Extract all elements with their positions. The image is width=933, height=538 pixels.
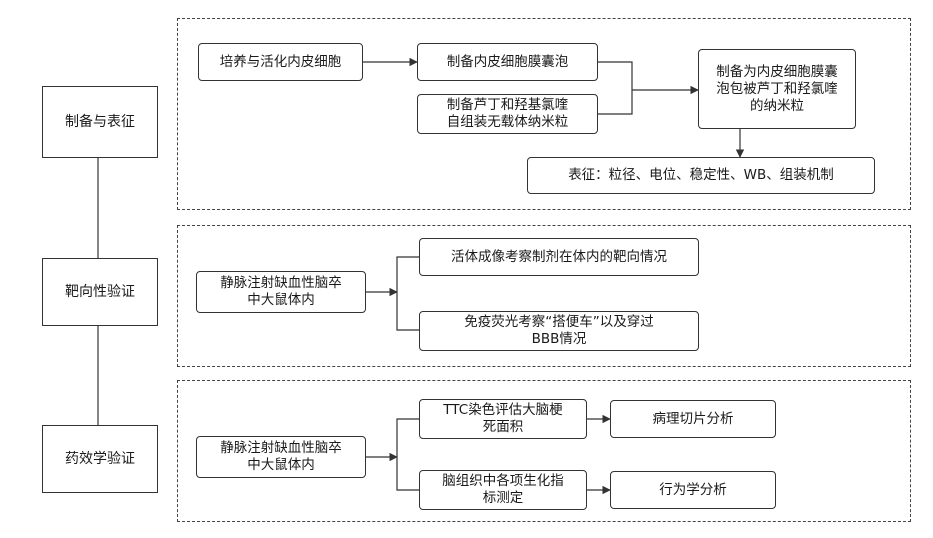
coated-line1: 制备为内皮细胞膜囊	[716, 64, 838, 81]
characterization-label: 表征：粒径、电位、稳定性、WB、组装机制	[568, 167, 834, 184]
injection3-line1: 静脉注射缺血性脑卒	[220, 440, 342, 457]
stage-prep-box: 制备与表征	[42, 86, 158, 158]
culture-box: 培养与活化内皮细胞	[198, 43, 363, 81]
pathology-label: 病理切片分析	[653, 411, 734, 428]
ttc-box: TTC染色评估大脑梗 死面积	[419, 399, 587, 439]
culture-label: 培养与活化内皮细胞	[220, 54, 342, 71]
biochem-line2: 标测定	[483, 490, 524, 507]
carrier-free-line2: 自组装无载体纳米粒	[447, 114, 569, 131]
ttc-line2: 死面积	[483, 419, 524, 436]
biochem-line1: 脑组织中各项生化指	[442, 473, 564, 490]
stage-efficacy-box: 药效学验证	[42, 425, 158, 493]
carrier-free-box: 制备芦丁和羟基氯喹 自组装无载体纳米粒	[417, 94, 598, 134]
coated-line2: 泡包被芦丁和羟氯喹	[716, 81, 838, 98]
imaging-label: 活体成像考察制剂在体内的靶向情况	[451, 249, 667, 266]
injection-box-targeting: 静脉注射缺血性脑卒 中大鼠体内	[196, 271, 366, 313]
ttc-line1: TTC染色评估大脑梗	[443, 402, 562, 419]
immuno-line1: 免疫荧光考察“搭便车”以及穿过	[464, 314, 654, 331]
immunofluorescence-box: 免疫荧光考察“搭便车”以及穿过 BBB情况	[419, 311, 699, 351]
characterization-box: 表征：粒径、电位、稳定性、WB、组装机制	[527, 157, 875, 194]
coated-nanoparticle-box: 制备为内皮细胞膜囊 泡包被芦丁和羟氯喹 的纳米粒	[698, 49, 856, 129]
biochem-box: 脑组织中各项生化指 标测定	[419, 470, 587, 510]
injection2-line2: 中大鼠体内	[247, 292, 315, 309]
stage-efficacy-label: 药效学验证	[65, 451, 135, 468]
injection-box-efficacy: 静脉注射缺血性脑卒 中大鼠体内	[196, 436, 366, 478]
coated-line3: 的纳米粒	[750, 98, 804, 115]
stage-targeting-box: 靶向性验证	[42, 258, 158, 326]
injection2-line1: 静脉注射缺血性脑卒	[220, 275, 342, 292]
stage-prep-label: 制备与表征	[65, 114, 135, 131]
behavior-label: 行为学分析	[659, 482, 727, 499]
membrane-vesicle-label: 制备内皮细胞膜囊泡	[447, 54, 569, 71]
pathology-box: 病理切片分析	[610, 400, 776, 438]
membrane-vesicle-box: 制备内皮细胞膜囊泡	[417, 43, 598, 81]
behavior-box: 行为学分析	[610, 471, 776, 509]
carrier-free-line1: 制备芦丁和羟基氯喹	[447, 97, 569, 114]
injection3-line2: 中大鼠体内	[247, 457, 315, 474]
imaging-box: 活体成像考察制剂在体内的靶向情况	[419, 238, 699, 276]
stage-targeting-label: 靶向性验证	[65, 284, 135, 301]
immuno-line2: BBB情况	[532, 331, 587, 348]
